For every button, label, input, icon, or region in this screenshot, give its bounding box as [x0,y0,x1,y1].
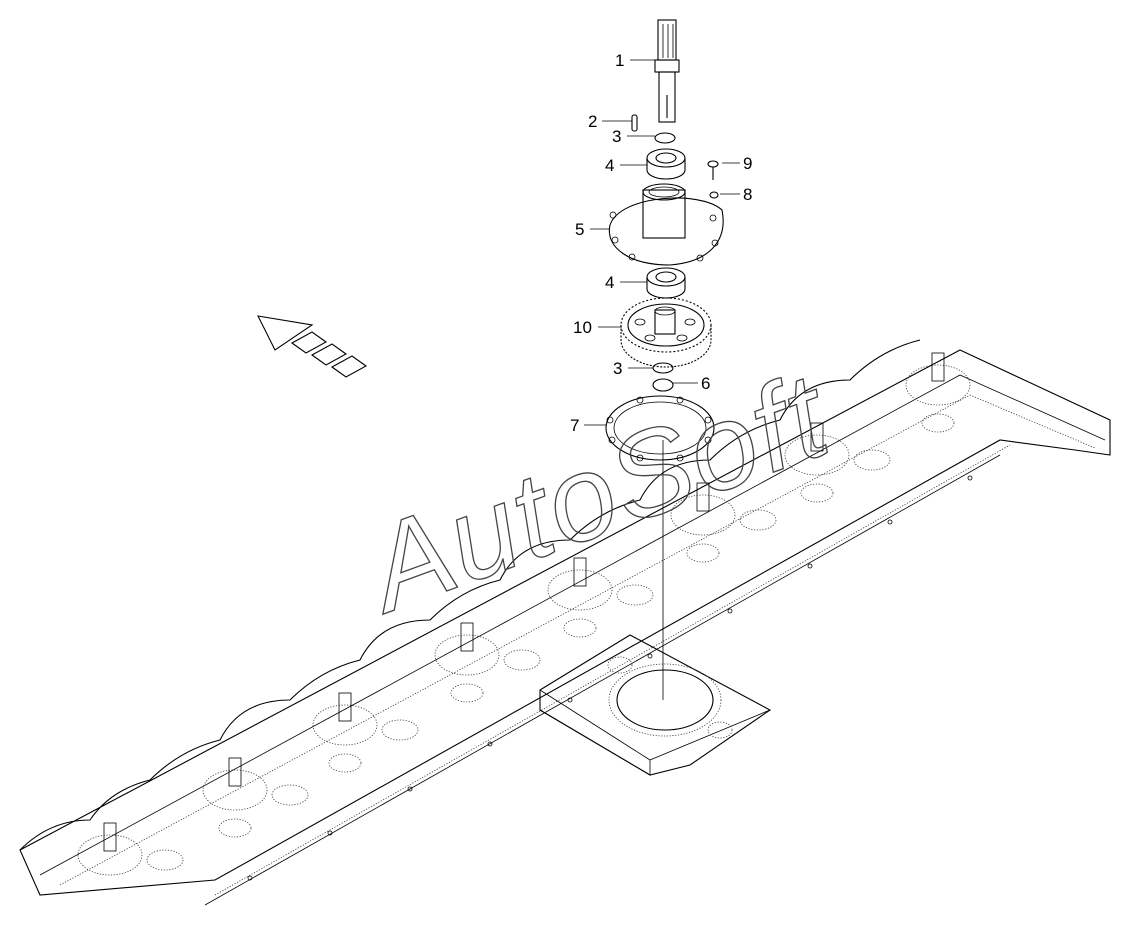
seal-ring [652,378,674,392]
callout-5: 5 [575,220,584,239]
callout-9: 9 [743,154,752,173]
cutter-bar [19,339,1111,906]
bearing-lower [646,267,686,299]
drive-shaft [654,19,680,123]
gearbox-mount-plate [539,634,772,776]
direction-arrow-icon [257,315,368,378]
key [631,114,638,132]
bolt [707,160,719,180]
bearing-housing [608,183,724,266]
callout-3-lower: 3 [613,359,622,378]
callout-8: 8 [743,185,752,204]
circlip-lower [652,362,674,374]
callout-10: 10 [573,318,592,337]
callout-6: 6 [701,374,710,393]
disc-hubs [77,352,971,876]
washer [709,191,719,199]
bevel-gear [620,297,712,368]
callout-4-upper: 4 [605,156,614,175]
callout-numbers: 1 2 3 4 9 8 5 4 10 3 6 7 [570,51,752,435]
watermark-text: AutoSoft [346,347,848,639]
circlip-upper [654,132,676,144]
bearing-upper [646,148,686,180]
callout-3-upper: 3 [612,127,621,146]
callout-1: 1 [615,51,624,70]
callout-7: 7 [570,416,579,435]
callout-4-lower: 4 [605,273,614,292]
exploded-components [605,19,724,700]
gasket [605,395,715,462]
leader-lines [584,59,740,426]
callout-2: 2 [588,112,597,131]
